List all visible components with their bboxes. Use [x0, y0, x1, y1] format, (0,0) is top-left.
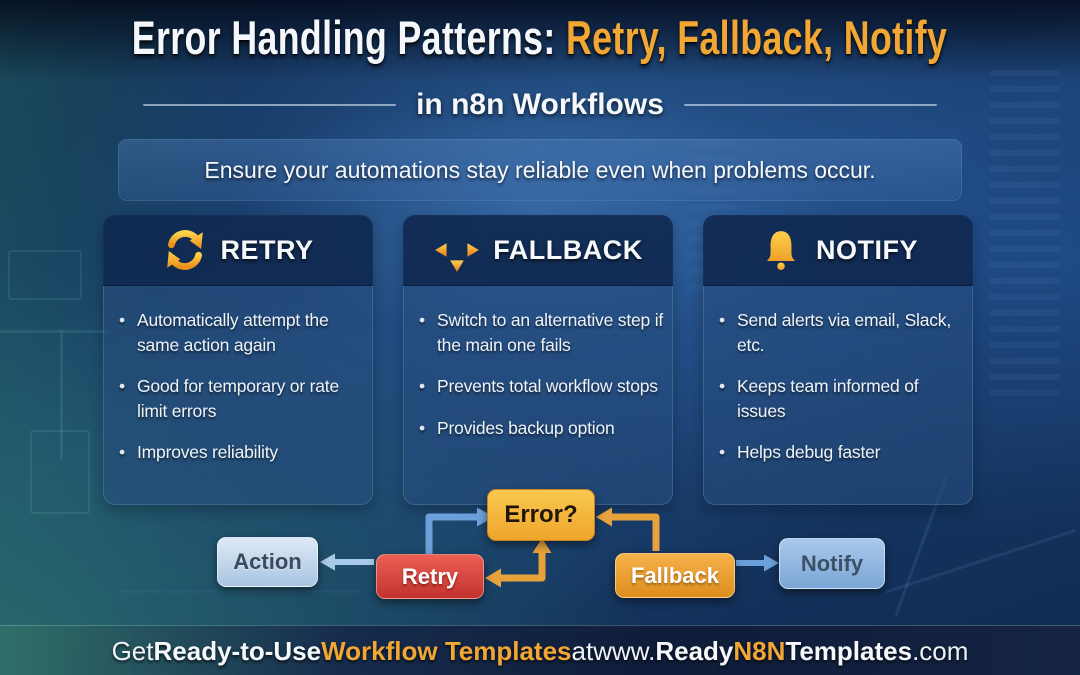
fallback-card-header: FALLBACK	[403, 215, 673, 286]
footer-url-n8n: N8N	[733, 635, 786, 666]
retry-bullet: Improves reliability	[119, 440, 367, 465]
footer-at: at	[571, 635, 594, 666]
pattern-cards-row: RETRY Automatically attempt the same act…	[103, 215, 973, 505]
page-title: Error Handling Patterns: Retry, Fallback…	[0, 10, 1080, 65]
footer-get: Get	[111, 635, 154, 666]
notify-bullet: Send alerts via email, Slack, etc.	[719, 308, 967, 357]
subtitle-text: in n8n Workflows	[416, 88, 664, 121]
tagline-banner: Ensure your automations stay reliable ev…	[118, 139, 962, 201]
circuit-decoration	[0, 330, 110, 333]
circuit-decoration	[8, 250, 82, 300]
flow-node-notify: Notify	[779, 538, 885, 589]
fallback-bullet: Switch to an alternative step if the mai…	[419, 308, 667, 357]
arrow-retry-to-action-head	[320, 553, 335, 571]
fallback-bullet: Provides backup option	[419, 416, 667, 441]
retry-bullet: Good for temporary or rate limit errors	[119, 374, 367, 423]
notify-bell-icon	[766, 231, 796, 270]
subtitle-left-line	[143, 104, 397, 106]
flow-node-action: Action	[217, 537, 318, 587]
flow-node-fallback: Fallback	[615, 553, 735, 598]
arrow-fallback-to-error	[612, 513, 660, 551]
subtitle-row: in n8n Workflows	[0, 88, 1080, 122]
arrow-error-left-head	[485, 568, 501, 588]
circuit-decoration	[30, 430, 90, 514]
footer-url-templates: Templates	[785, 635, 913, 666]
retry-card-body: Automatically attempt the same action ag…	[103, 286, 373, 465]
notify-card-body: Send alerts via email, Slack, etc. Keeps…	[703, 286, 973, 465]
footer-ready-to-use: Ready-to-Use	[153, 635, 322, 666]
subtitle-right-line	[683, 104, 937, 106]
notify-bullet: Helps debug faster	[719, 440, 967, 465]
retry-card-title: RETRY	[220, 234, 314, 265]
title-orange-part: Retry, Fallback, Notify	[566, 11, 948, 64]
retry-refresh-icon	[167, 230, 204, 270]
footer-banner: Get Ready-to-Use Workflow Templates at w…	[0, 625, 1080, 675]
footer-url-com: .com	[912, 635, 969, 666]
arrow-fallback-to-notify-head	[764, 554, 779, 572]
footer-workflow-templates: Workflow Templates	[321, 635, 572, 666]
footer-url-ready: Ready	[655, 635, 734, 666]
flow-node-error: Error?	[487, 489, 595, 541]
fallback-card-title: FALLBACK	[493, 234, 643, 265]
notify-card: NOTIFY Send alerts via email, Slack, etc…	[703, 215, 973, 505]
arrow-fallback-to-error-head	[596, 507, 612, 527]
retry-bullet: Automatically attempt the same action ag…	[119, 308, 367, 357]
title-white-part: Error Handling Patterns:	[132, 11, 557, 64]
fallback-card-body: Switch to an alternative step if the mai…	[403, 286, 673, 440]
retry-card: RETRY Automatically attempt the same act…	[103, 215, 373, 505]
circuit-decoration	[120, 590, 360, 593]
arrow-retry-to-error	[425, 513, 477, 556]
arrow-error-to-retry	[501, 551, 546, 582]
notify-card-header: NOTIFY	[703, 215, 973, 286]
notify-card-title: NOTIFY	[816, 234, 918, 265]
circuit-decoration	[60, 330, 63, 460]
retry-card-header: RETRY	[103, 215, 373, 286]
fallback-bullet: Prevents total workflow stops	[419, 374, 667, 399]
notify-bullet: Keeps team informed of issues	[719, 374, 967, 423]
circuit-decoration	[884, 529, 1076, 594]
footer-url-www: www.	[593, 635, 656, 666]
fallback-arrows-icon	[435, 230, 480, 272]
flow-node-retry: Retry	[376, 554, 484, 599]
fallback-card: FALLBACK Switch to an alternative step i…	[403, 215, 673, 505]
